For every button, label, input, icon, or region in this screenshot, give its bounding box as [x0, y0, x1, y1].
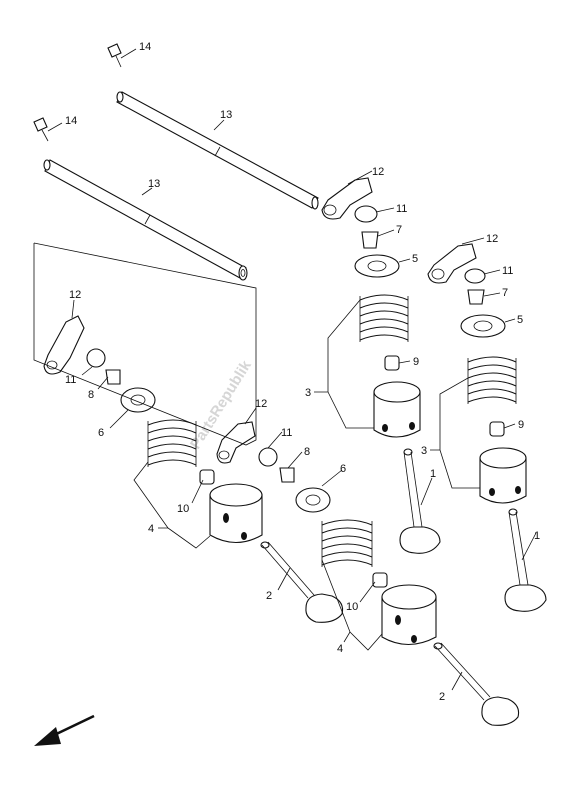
rocker-arm-upper-center [321, 177, 373, 220]
rocker-arm-right [427, 243, 477, 284]
callout-10: 10 [346, 601, 358, 613]
callout-10: 10 [177, 503, 189, 515]
dashed-box-left [33, 242, 257, 446]
rocker-shaft-upper [116, 91, 319, 210]
intake-valve-upper [399, 448, 441, 554]
valve-lifter-middle [381, 584, 437, 646]
spring-retainer-upper-center [354, 254, 400, 278]
callout-11: 11 [65, 374, 76, 386]
callout-2: 2 [439, 691, 445, 703]
callout-3: 3 [305, 387, 311, 399]
valve-cotter-upper-center [361, 231, 379, 249]
callout-4: 4 [337, 643, 343, 655]
valve-spring-middle [321, 519, 373, 567]
callout-11: 11 [396, 203, 407, 215]
callout-5: 5 [517, 314, 523, 326]
callout-7: 7 [502, 287, 508, 299]
shim-right [464, 268, 486, 284]
valve-stem-seal-left [199, 469, 215, 485]
callout-6: 6 [98, 427, 104, 439]
callout-4: 4 [148, 523, 154, 535]
bolt-upper [107, 43, 122, 68]
callout-13: 13 [220, 109, 232, 121]
callout-1: 1 [534, 530, 540, 542]
callout-12: 12 [486, 233, 498, 245]
callout-11: 11 [502, 265, 513, 277]
callout-9: 9 [518, 419, 524, 431]
callout-8: 8 [304, 446, 310, 458]
valve-spring-left [147, 419, 197, 467]
callout-7: 7 [396, 224, 402, 236]
callout-14: 14 [139, 41, 151, 53]
spring-seat-left [120, 387, 156, 413]
callout-9: 9 [413, 356, 419, 368]
callout-12: 12 [255, 398, 267, 410]
valve-cotter-right [467, 289, 485, 305]
valve-stem-seal-upper-center [384, 355, 400, 371]
intake-valve-right [504, 508, 547, 612]
valve-lifter-upper-center [373, 381, 421, 438]
callout-3: 3 [421, 445, 427, 457]
valve-lifter-right [479, 447, 527, 504]
front-direction-arrow-icon [34, 714, 95, 746]
callout-12: 12 [69, 289, 81, 301]
leader-lines [47, 48, 537, 691]
callout-8: 8 [88, 389, 94, 401]
spring-seat-middle [295, 487, 331, 513]
callout-11: 11 [281, 427, 292, 439]
valve-stem-seal-middle [372, 572, 388, 588]
valve-cotter-middle [279, 467, 295, 483]
valve-cotter-left [105, 369, 121, 385]
part-callouts: 14 14 13 13 12 12 12 12 11 11 11 11 7 7 … [65, 41, 540, 703]
callout-6: 6 [340, 463, 346, 475]
callout-13: 13 [148, 178, 160, 190]
valve-stem-seal-right [489, 421, 505, 437]
callout-5: 5 [412, 253, 418, 265]
callout-12: 12 [372, 166, 384, 178]
rocker-shaft-lower [43, 159, 248, 281]
callout-1: 1 [430, 468, 436, 480]
exhaust-valve-middle [433, 642, 520, 726]
valve-lifter-left [209, 483, 263, 544]
shim-upper-center [354, 205, 378, 223]
exhaust-valve-left [260, 541, 344, 623]
valve-spring-upper-center [359, 294, 409, 342]
rocker-arm-left [43, 315, 85, 375]
callout-2: 2 [266, 590, 272, 602]
spring-retainer-right [460, 314, 506, 338]
shim-middle [258, 447, 278, 467]
callout-14: 14 [65, 115, 77, 127]
rocker-arm-middle [216, 421, 256, 464]
valve-spring-right [467, 356, 517, 404]
bolt-lower [33, 117, 49, 142]
shim-left [86, 348, 106, 368]
